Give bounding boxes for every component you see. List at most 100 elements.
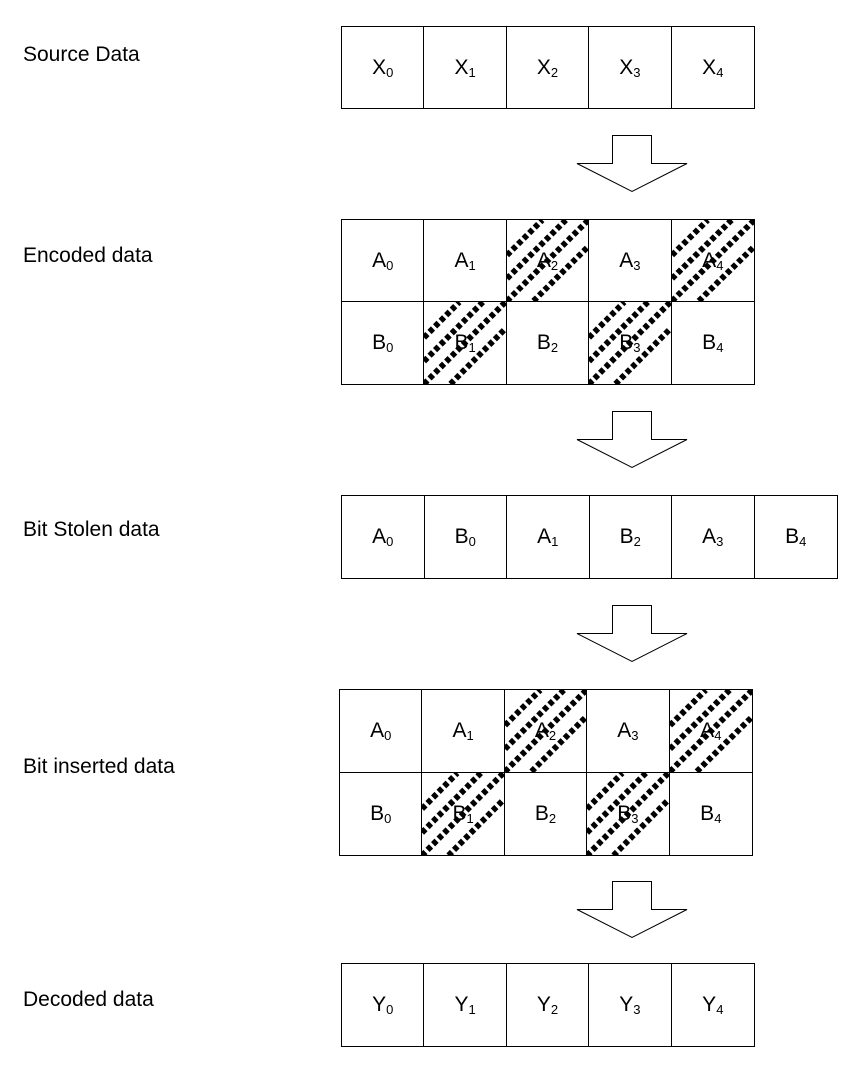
cell-symbol: B3	[619, 331, 640, 355]
cell-symbol: B1	[454, 331, 475, 355]
cell-symbol: A2	[535, 719, 556, 743]
cell-symbol: Y4	[702, 993, 723, 1017]
cell-symbol: B4	[700, 802, 721, 826]
cell-symbol: B0	[455, 525, 476, 549]
cell-subscript: 0	[386, 257, 394, 273]
cell-symbol: A1	[452, 719, 473, 743]
down-arrow-icon	[576, 881, 688, 939]
cell-letter: B	[454, 525, 469, 548]
data-cell: X1	[424, 27, 507, 108]
cell-letter: Y	[454, 993, 469, 1016]
cell-letter: B	[454, 331, 469, 354]
cell-subscript: 0	[386, 340, 394, 355]
cell-letter: A	[534, 718, 549, 742]
data-cell: A4	[669, 690, 752, 773]
cell-subscript: 1	[468, 64, 476, 80]
cell-letter: B	[370, 801, 385, 825]
cell-symbol: X0	[372, 56, 393, 80]
cell-subscript: 2	[633, 534, 641, 549]
cell-letter: A	[454, 248, 469, 272]
cell-letter: B	[452, 801, 467, 825]
cell-letter: A	[617, 718, 632, 742]
cell-subscript: 4	[716, 257, 724, 273]
cell-subscript: 1	[468, 340, 476, 355]
data-cell: A1	[422, 690, 505, 773]
cell-symbol: A0	[372, 249, 393, 273]
cell-letter: A	[619, 248, 634, 272]
cell-symbol: A3	[617, 719, 638, 743]
cell-subscript: 0	[384, 727, 392, 743]
cell-subscript: 3	[631, 727, 639, 743]
cell-subscript: 0	[386, 1002, 394, 1017]
cell-subscript: 3	[716, 534, 724, 549]
cell-letter: B	[700, 801, 715, 825]
cell-symbol: A1	[454, 249, 475, 273]
cell-symbol: A4	[702, 249, 723, 273]
data-cell: A2	[506, 220, 590, 302]
cell-letter: A	[372, 525, 387, 548]
cell-letter: A	[370, 718, 385, 742]
data-cell: X0	[342, 27, 425, 108]
hatch-pattern	[587, 772, 669, 855]
cell-symbol: B4	[785, 525, 806, 549]
hatch-pattern	[506, 220, 589, 301]
cell-subscript: 1	[466, 727, 474, 743]
cell-subscript: 2	[550, 64, 559, 80]
cell-subscript: 4	[714, 727, 722, 743]
cell-subscript: 3	[633, 1002, 641, 1017]
data-cell: B0	[425, 496, 507, 578]
data-cell: A1	[507, 496, 590, 578]
data-cell: B2	[590, 496, 672, 578]
cell-letter: X	[372, 55, 387, 79]
cell-subscript: 1	[468, 1002, 476, 1017]
cell-letter: A	[452, 718, 467, 742]
data-cell: B2	[505, 772, 588, 855]
data-cell: A0	[340, 690, 423, 773]
cell-subscript: 4	[716, 340, 724, 355]
data-cell: A0	[342, 496, 425, 578]
cell-subscript: 4	[716, 1002, 724, 1017]
cell-symbol: B2	[537, 331, 558, 355]
cell-symbol: B1	[452, 802, 473, 826]
label-bit-inserted-data: Bit inserted data	[23, 755, 175, 778]
cell-subscript: 4	[799, 534, 807, 549]
cell-symbol: A2	[537, 249, 558, 273]
cell-letter: B	[536, 331, 551, 354]
cell-symbol: X3	[619, 56, 640, 80]
hatch-pattern	[422, 772, 504, 855]
cell-subscript: 4	[714, 810, 722, 826]
cell-symbol: B0	[372, 331, 393, 355]
hatch-pattern	[504, 690, 587, 772]
cell-letter: X	[454, 55, 469, 79]
cell-subscript: 2	[548, 727, 557, 743]
label-decoded-data: Decoded data	[23, 988, 154, 1011]
cell-subscript: 2	[550, 340, 559, 355]
data-cell: X2	[507, 27, 590, 108]
hatch-pattern	[671, 220, 754, 301]
cell-subscript: 2	[550, 257, 559, 273]
cell-letter: Y	[372, 993, 387, 1016]
cell-symbol: Y3	[619, 993, 640, 1017]
cell-letter: Y	[619, 993, 634, 1016]
cell-subscript: 0	[468, 534, 476, 549]
cell-subscript: 1	[468, 257, 476, 273]
cell-subscript: 0	[384, 810, 392, 826]
data-cell: B0	[340, 772, 423, 855]
cell-subscript: 3	[633, 257, 641, 273]
cell-letter: B	[785, 525, 800, 548]
cell-subscript: 2	[548, 810, 557, 826]
cell-subscript: 3	[631, 810, 639, 826]
cell-letter: B	[619, 331, 634, 354]
data-cell: B1	[424, 302, 507, 384]
cell-letter: X	[702, 55, 717, 79]
cell-letter: A	[372, 248, 387, 272]
data-cell: A3	[589, 220, 672, 302]
cell-symbol: A3	[619, 249, 640, 273]
cell-subscript: 1	[551, 534, 559, 549]
cell-symbol: Y2	[537, 993, 558, 1017]
cell-symbol: A3	[702, 525, 723, 549]
cell-subscript: 2	[550, 1002, 559, 1017]
